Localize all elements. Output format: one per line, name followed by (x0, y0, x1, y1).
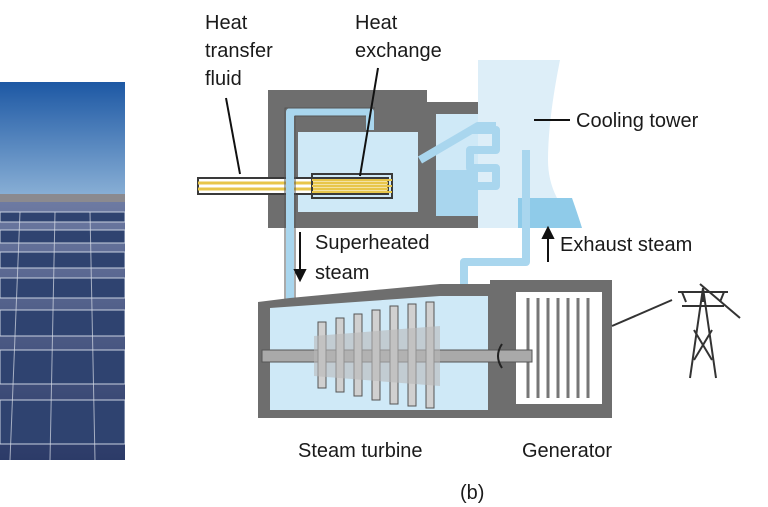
cooling-tower-label: Cooling tower (576, 110, 699, 132)
boiler-water (298, 132, 418, 212)
heat-exchange-label-line1: Heat (355, 12, 398, 34)
superheated-steam-label-line2: steam (315, 262, 370, 284)
figure-sublabel: (b) (460, 482, 485, 504)
rotation-arrow (497, 343, 503, 369)
superheated-steam-label-line1: Superheated (315, 232, 430, 254)
generator-windings (526, 298, 590, 398)
generator-label: Generator (522, 440, 613, 462)
transmission-tower (611, 283, 741, 379)
steam-turbine-label: Steam turbine (298, 440, 423, 462)
heat-exchange-label-line2: exchange (355, 40, 442, 62)
heat-transfer-fluid-label-line3: fluid (205, 68, 242, 90)
superheated-steam-arrow (293, 232, 307, 283)
cooling-tower (478, 60, 582, 228)
exhaust-steam-label: Exhaust steam (560, 234, 693, 256)
heat-exchange-leader (359, 67, 379, 177)
heat-transfer-fluid-label-line1: Heat (205, 12, 248, 34)
heat-transfer-fluid-label-line2: transfer (205, 40, 273, 62)
exhaust-steam-arrow (541, 225, 555, 262)
heat-transfer-fluid-leader (225, 97, 241, 175)
solar-collector-field-photo (0, 82, 125, 460)
